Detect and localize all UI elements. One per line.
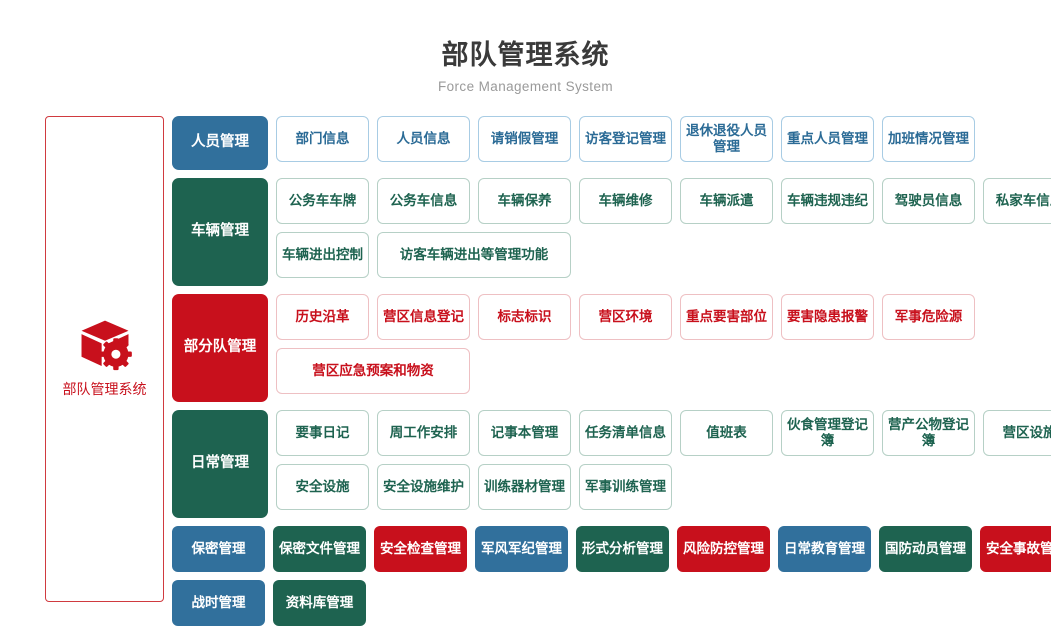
menu-item[interactable]: 人员信息 xyxy=(377,116,470,163)
solid-tile-row: 保密管理保密文件管理安全检查管理军风军纪管理形式分析管理风险防控管理日常教育管理… xyxy=(172,526,1051,634)
category-items: 历史沿革营区信息登记标志标识营区环境重点要害部位要害隐患报警军事危险源营区应急预… xyxy=(276,294,1051,402)
menu-tile[interactable]: 日常教育管理 xyxy=(778,526,871,573)
menu-item[interactable]: 历史沿革 xyxy=(276,294,369,341)
category-row: 日常管理要事日记周工作安排记事本管理任务清单信息值班表伙食管理登记簿营产公物登记… xyxy=(172,410,1051,519)
menu-item[interactable]: 标志标识 xyxy=(478,294,571,341)
menu-item[interactable]: 要事日记 xyxy=(276,410,369,457)
category-grid: 人员管理部门信息人员信息请销假管理访客登记管理退休退役人员管理重点人员管理加班情… xyxy=(172,116,1051,634)
menu-item[interactable]: 营产公物登记簿 xyxy=(882,410,975,457)
system-root-label: 部队管理系统 xyxy=(62,381,147,398)
category-items: 要事日记周工作安排记事本管理任务清单信息值班表伙食管理登记簿营产公物登记簿营区设… xyxy=(276,410,1051,518)
cube-gear-icon xyxy=(81,320,132,371)
menu-item[interactable]: 私家车信息 xyxy=(983,178,1051,225)
menu-tile[interactable]: 保密文件管理 xyxy=(273,526,366,573)
system-root-node[interactable]: 部队管理系统 xyxy=(45,116,164,603)
category-items: 公务车车牌公务车信息车辆保养车辆维修车辆派遣车辆违规违纪驾驶员信息私家车信息车辆… xyxy=(276,178,1051,286)
menu-item[interactable]: 营区信息登记 xyxy=(377,294,470,341)
category-header[interactable]: 人员管理 xyxy=(172,116,268,171)
menu-item[interactable]: 公务车车牌 xyxy=(276,178,369,225)
menu-item[interactable]: 军事危险源 xyxy=(882,294,975,341)
menu-item[interactable]: 安全设施维护 xyxy=(377,464,470,511)
menu-item[interactable]: 加班情况管理 xyxy=(882,116,975,163)
menu-item[interactable]: 要害隐患报警 xyxy=(781,294,874,341)
menu-item[interactable]: 部门信息 xyxy=(276,116,369,163)
page-title: 部队管理系统 xyxy=(441,40,610,70)
menu-tile[interactable]: 战时管理 xyxy=(172,580,265,627)
menu-item[interactable]: 营区设施 xyxy=(983,410,1051,457)
menu-item[interactable]: 营区环境 xyxy=(579,294,672,341)
menu-tile[interactable]: 国防动员管理 xyxy=(879,526,972,573)
menu-item[interactable]: 车辆进出控制 xyxy=(276,232,369,279)
menu-item[interactable]: 请销假管理 xyxy=(478,116,571,163)
menu-item[interactable]: 军事训练管理 xyxy=(579,464,672,511)
page-subtitle: Force Management System xyxy=(437,79,614,95)
menu-item[interactable]: 重点人员管理 xyxy=(781,116,874,163)
menu-item[interactable]: 车辆派遣 xyxy=(680,178,773,225)
category-items: 部门信息人员信息请销假管理访客登记管理退休退役人员管理重点人员管理加班情况管理 xyxy=(276,116,1051,170)
menu-tile[interactable]: 形式分析管理 xyxy=(576,526,669,573)
menu-item[interactable]: 安全设施 xyxy=(276,464,369,511)
menu-item[interactable]: 驾驶员信息 xyxy=(882,178,975,225)
category-header[interactable]: 车辆管理 xyxy=(172,178,268,287)
menu-item[interactable]: 训练器材管理 xyxy=(478,464,571,511)
menu-tile[interactable]: 安全事故管理 xyxy=(980,526,1051,573)
menu-item[interactable]: 访客车辆进出等管理功能 xyxy=(377,232,571,279)
menu-tile[interactable]: 风险防控管理 xyxy=(677,526,770,573)
menu-item[interactable]: 伙食管理登记簿 xyxy=(781,410,874,457)
menu-item[interactable]: 周工作安排 xyxy=(377,410,470,457)
category-rows: 人员管理部门信息人员信息请销假管理访客登记管理退休退役人员管理重点人员管理加班情… xyxy=(172,116,1051,519)
menu-item[interactable]: 记事本管理 xyxy=(478,410,571,457)
menu-item[interactable]: 车辆维修 xyxy=(579,178,672,225)
menu-item[interactable]: 访客登记管理 xyxy=(579,116,672,163)
menu-item[interactable]: 退休退役人员管理 xyxy=(680,116,773,163)
menu-item[interactable]: 任务清单信息 xyxy=(579,410,672,457)
menu-item[interactable]: 公务车信息 xyxy=(377,178,470,225)
menu-item[interactable]: 车辆保养 xyxy=(478,178,571,225)
menu-item[interactable]: 重点要害部位 xyxy=(680,294,773,341)
menu-tile[interactable]: 保密管理 xyxy=(172,526,265,573)
menu-item[interactable]: 值班表 xyxy=(680,410,773,457)
content-area: 部队管理系统 人员管理部门信息人员信息请销假管理访客登记管理退休退役人员管理重点… xyxy=(0,116,1051,634)
category-row: 车辆管理公务车车牌公务车信息车辆保养车辆维修车辆派遣车辆违规违纪驾驶员信息私家车… xyxy=(172,178,1051,287)
category-header[interactable]: 日常管理 xyxy=(172,410,268,519)
menu-item[interactable]: 车辆违规违纪 xyxy=(781,178,874,225)
menu-tile[interactable]: 军风军纪管理 xyxy=(475,526,568,573)
category-header[interactable]: 部分队管理 xyxy=(172,294,268,403)
category-row: 部分队管理历史沿革营区信息登记标志标识营区环境重点要害部位要害隐患报警军事危险源… xyxy=(172,294,1051,403)
menu-tile[interactable]: 安全检查管理 xyxy=(374,526,467,573)
menu-tile[interactable]: 资料库管理 xyxy=(273,580,366,627)
page-header: 部队管理系统 Force Management System xyxy=(0,0,1051,94)
category-row: 人员管理部门信息人员信息请销假管理访客登记管理退休退役人员管理重点人员管理加班情… xyxy=(172,116,1051,171)
menu-item[interactable]: 营区应急预案和物资 xyxy=(276,348,470,395)
